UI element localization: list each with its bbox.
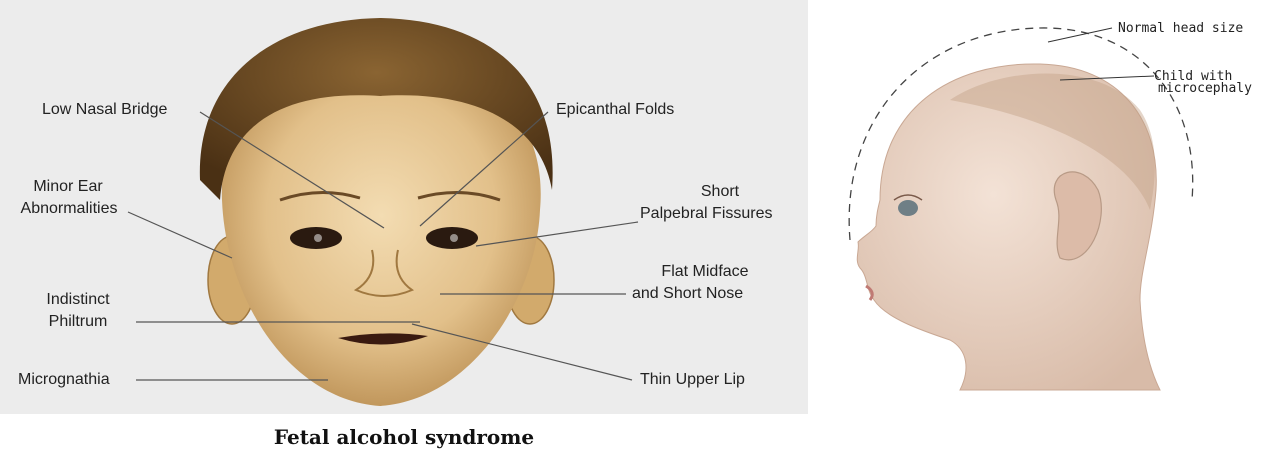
label-normal-head-size: Normal head size bbox=[1118, 22, 1243, 35]
label-low-nasal-bridge: Low Nasal Bridge bbox=[42, 100, 167, 120]
baby-eye bbox=[898, 200, 918, 216]
label-micrognathia: Micrognathia bbox=[18, 370, 110, 390]
label-thin-upper-lip: Thin Upper Lip bbox=[640, 370, 745, 390]
label-minor-ear-line2: Abnormalities bbox=[14, 199, 124, 219]
label-indistinct-philtrum-line2: Philtrum bbox=[28, 312, 128, 332]
label-flat-midface-line1: Flat Midface bbox=[630, 262, 780, 282]
fas-caption: Fetal alcohol syndrome bbox=[0, 425, 808, 449]
label-indistinct-philtrum-line1: Indistinct bbox=[28, 290, 128, 310]
fas-diagram-panel: Low Nasal Bridge Epicanthal Folds Minor … bbox=[0, 0, 808, 414]
label-epicanthal-folds: Epicanthal Folds bbox=[556, 100, 674, 120]
label-microcephaly: microcephaly bbox=[1158, 82, 1252, 95]
label-flat-midface-line2: and Short Nose bbox=[632, 284, 743, 304]
microcephaly-diagram-panel: Normal head size Child with microcephaly bbox=[820, 0, 1288, 450]
label-minor-ear-line1: Minor Ear bbox=[22, 177, 114, 197]
label-short-palpebral-line1: Short bbox=[640, 182, 800, 202]
microcephaly-head-illustration bbox=[820, 0, 1288, 450]
label-short-palpebral-line2: Palpebral Fissures bbox=[640, 204, 773, 224]
leader-normal-head bbox=[1048, 28, 1112, 42]
